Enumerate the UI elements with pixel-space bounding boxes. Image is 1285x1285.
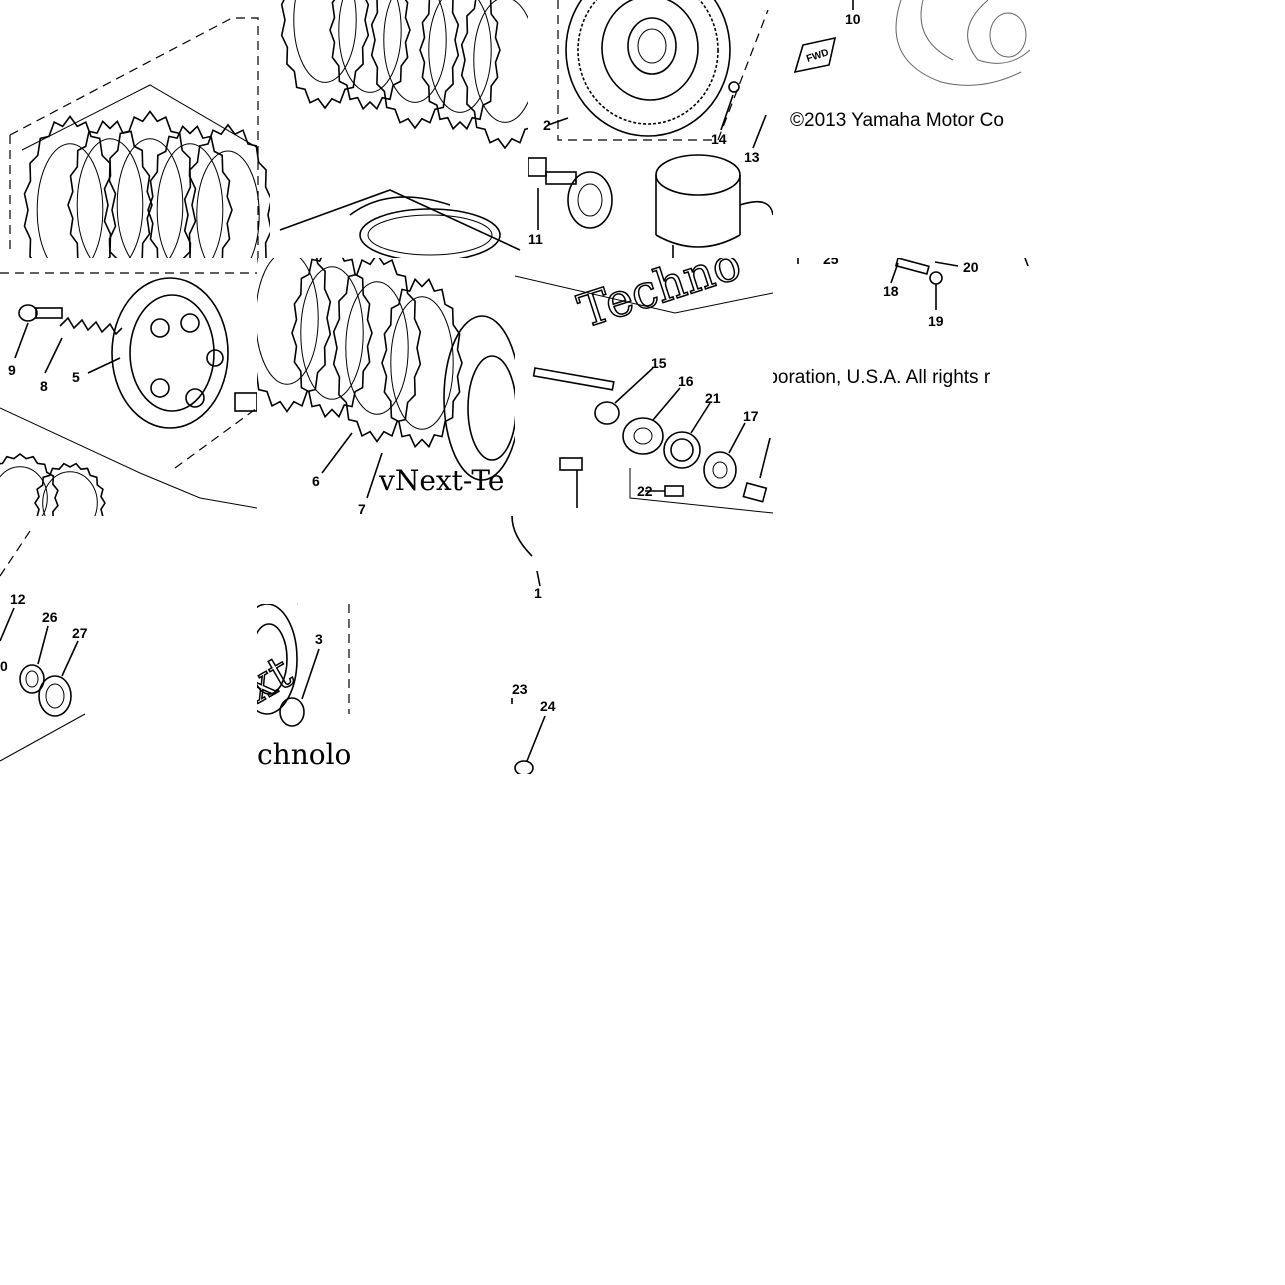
tile-right-middle: 25 18 20 19 rporation, U.S.A. All rights…: [773, 258, 1030, 516]
clutch-plate: [23, 115, 117, 258]
tile-washers: 12 0 26 27: [0, 516, 257, 774]
clutch-plate-inner: [257, 258, 319, 385]
clutch-plate: [460, 0, 528, 150]
screw-22: 22: [559, 457, 684, 508]
tile-pressure-plate: 9 8 5: [0, 258, 257, 516]
callout-1: 1: [534, 585, 542, 601]
callout-21: 21: [705, 390, 721, 406]
clutch-plate: [183, 123, 270, 258]
callout-26: 26: [42, 609, 58, 625]
watermark-b: vNext-Te: [378, 464, 504, 497]
tile-push-rod: Techno 15 16 21 17 22: [515, 258, 773, 516]
callout-5: 5: [72, 369, 80, 385]
clutch-plate-inner: [300, 266, 364, 400]
callout-11: 11: [528, 231, 543, 247]
callout-22: 22: [637, 483, 653, 499]
clutch-plate: [0, 452, 59, 516]
clutch-plate-inner: [42, 471, 98, 516]
callout-24: 24: [540, 698, 556, 714]
tile-plates-top-left: [0, 0, 270, 258]
pressure-plate-5: 5: [72, 277, 257, 429]
clutch-plate-inner: [293, 0, 357, 83]
tile-driven-gear: 2 14 13 11: [528, 0, 773, 258]
bolt-9: 9: [8, 304, 63, 378]
plates-drawing: [9, 17, 270, 258]
watermark-a: Techno: [572, 258, 748, 338]
callout-6: 6: [312, 473, 320, 489]
callout-14: 14: [711, 131, 727, 147]
callout-15: 15: [651, 355, 667, 371]
clutch-plate-inner: [338, 0, 402, 93]
callout-9: 9: [8, 362, 16, 378]
tile-parts-1-23-24: 1 23 24: [362, 516, 622, 774]
clutch-plate: [370, 0, 460, 130]
callout-17: 17: [743, 408, 759, 424]
clutch-plate: [419, 0, 501, 131]
callout-16: 16: [678, 373, 694, 389]
clutch-plate: [67, 119, 153, 258]
clutch-plate: [280, 0, 370, 110]
callout-7: 7: [358, 501, 366, 516]
clutch-plate: [103, 110, 197, 258]
callout-27: 27: [72, 625, 88, 641]
watermark-c: chnolo: [257, 738, 351, 771]
copyright-text-2: rporation, U.S.A. All rights r: [773, 367, 991, 388]
clutch-plate-inner: [156, 143, 224, 258]
callout-20: 20: [963, 259, 979, 275]
clutch-plate-inner: [36, 143, 104, 258]
callout-23: 23: [512, 681, 528, 697]
copyright-text: ©2013 Yamaha Motor Co: [790, 110, 1004, 131]
tile-clutch-boss: 6 7 vNext-Te: [257, 258, 515, 516]
clutch-plate: [332, 258, 422, 443]
clutch-plate: [381, 277, 463, 449]
clutch-plate: [291, 258, 373, 419]
tile-part-3: 3 chnolo xt: [257, 604, 362, 774]
callout-13: 13: [744, 149, 760, 165]
clutch-plate: [34, 462, 106, 516]
callout-3: 3: [315, 631, 323, 647]
callout-2: 2: [543, 117, 551, 133]
clutch-plate-inner: [428, 0, 492, 113]
clutch-plate: [257, 258, 332, 413]
callout-12: 12: [10, 591, 26, 607]
clutch-plate-inner: [473, 0, 528, 123]
clutch-plate-inner: [390, 296, 454, 430]
callout-8: 8: [40, 378, 48, 394]
clutch-plate-inner: [0, 466, 48, 516]
clutch-plate-inner: [383, 0, 447, 103]
callout-10: 10: [845, 11, 861, 27]
spring-8: 8: [40, 316, 123, 394]
callout-19: 19: [928, 313, 944, 329]
tile-plates-top-middle: [270, 0, 528, 258]
callout-18: 18: [883, 283, 899, 299]
fwd-mark: FWD: [793, 36, 837, 74]
clutch-plate-inner: [116, 138, 184, 258]
clutch-plate-inner: [76, 138, 144, 258]
clutch-plate-inner: [345, 281, 409, 415]
clutch-plate-inner: [196, 150, 260, 258]
tile-copyright: 10 FWD ©2013 Yamaha Motor Co: [773, 0, 1030, 258]
clutch-plate: [329, 0, 411, 111]
callout-25: 25: [823, 258, 839, 267]
svg-text:FWD: FWD: [805, 47, 830, 65]
callout-l10: 0: [0, 658, 8, 674]
